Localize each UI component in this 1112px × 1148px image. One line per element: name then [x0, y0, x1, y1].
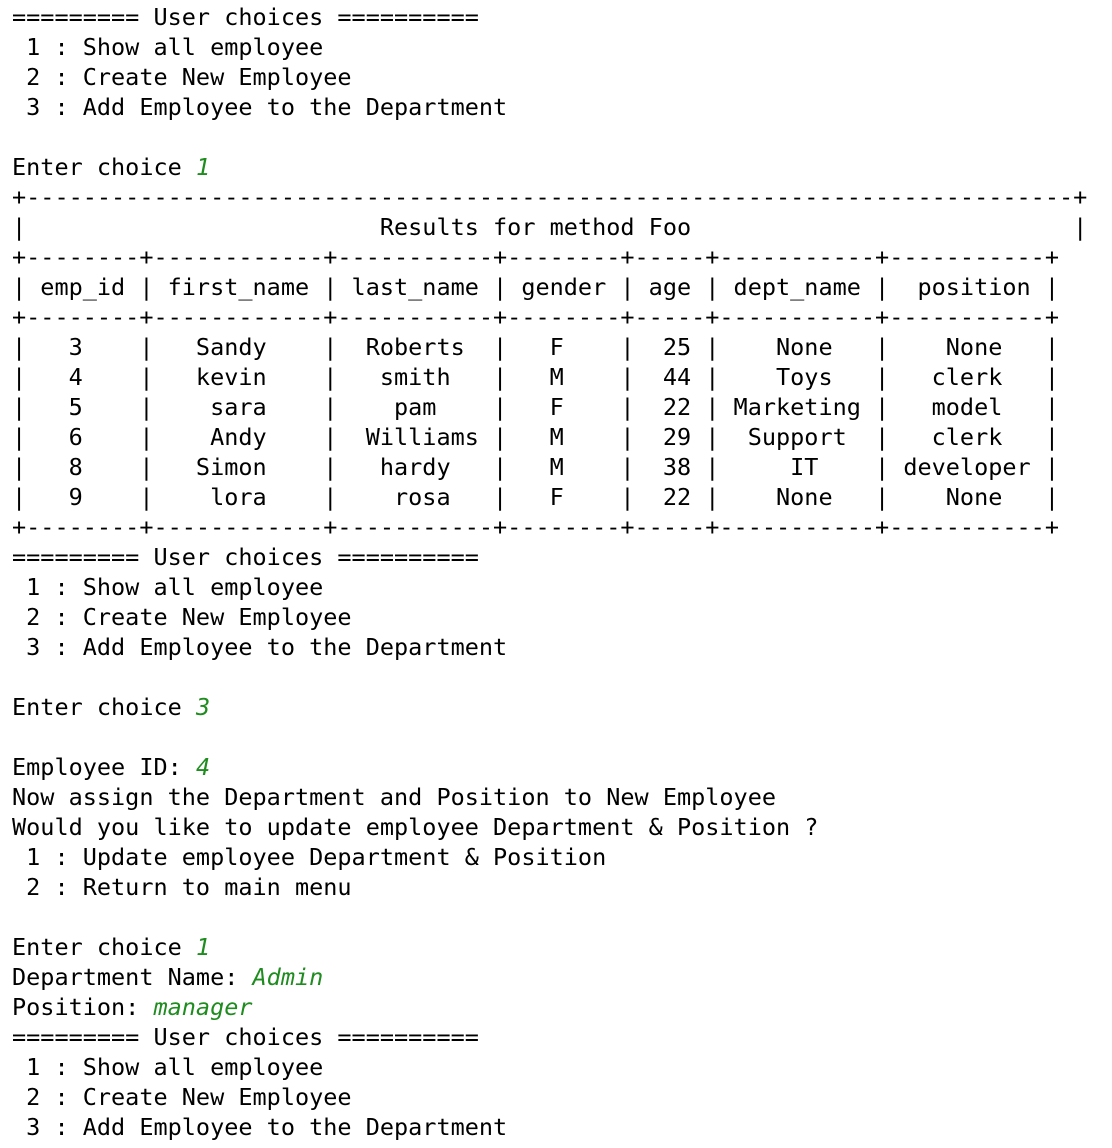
terminal-line: 1 : Show all employee	[12, 1052, 1102, 1082]
output-text: | 8 | Simon | hardy | M | 38 | IT | deve…	[12, 453, 1059, 481]
terminal-line: 3 : Add Employee to the Department	[12, 92, 1102, 122]
terminal-line: Position: manager	[12, 992, 1102, 1022]
terminal-line	[12, 902, 1102, 932]
output-text: 1 : Show all employee	[12, 33, 324, 61]
user-input-text: 3	[195, 693, 211, 721]
terminal-line: ========= User choices ==========	[12, 2, 1102, 32]
output-text: 2 : Create New Employee	[12, 63, 352, 91]
terminal-line: +--------+------------+-----------+-----…	[12, 512, 1102, 542]
user-input-text: manager	[153, 993, 253, 1021]
terminal-line: 2 : Return to main menu	[12, 872, 1102, 902]
terminal-line: | 9 | lora | rosa | F | 22 | None | None…	[12, 482, 1102, 512]
output-text: | Results for method Foo |	[12, 213, 1088, 241]
output-text: +--------+------------+-----------+-----…	[12, 303, 1059, 331]
output-text: Would you like to update employee Depart…	[12, 813, 819, 841]
output-text: 2 : Create New Employee	[12, 1083, 352, 1111]
output-text: | 4 | kevin | smith | M | 44 | Toys | cl…	[12, 363, 1059, 391]
output-text: Enter choice	[12, 933, 196, 961]
terminal-line: Employee ID: 4	[12, 752, 1102, 782]
output-text: 2 : Create New Employee	[12, 603, 352, 631]
terminal-line	[12, 722, 1102, 752]
terminal-line: Would you like to update employee Depart…	[12, 812, 1102, 842]
output-text: | emp_id | first_name | last_name | gend…	[12, 273, 1059, 301]
terminal-line: Enter choice 1	[12, 932, 1102, 962]
output-text: ========= User choices ==========	[12, 1023, 479, 1051]
output-text: 1 : Update employee Department & Positio…	[12, 843, 607, 871]
output-text: +--------+------------+-----------+-----…	[12, 243, 1059, 271]
terminal-line: 1 : Show all employee	[12, 572, 1102, 602]
terminal-line: Department Name: Admin	[12, 962, 1102, 992]
output-text: +---------------------------------------…	[12, 183, 1088, 211]
terminal-line: 2 : Create New Employee	[12, 602, 1102, 632]
terminal-line	[12, 662, 1102, 692]
terminal-line: Now assign the Department and Position t…	[12, 782, 1102, 812]
terminal-output: ========= User choices ========== 1 : Sh…	[12, 2, 1102, 1142]
output-text: 3 : Add Employee to the Department	[12, 1113, 508, 1141]
terminal-line: | emp_id | first_name | last_name | gend…	[12, 272, 1102, 302]
output-text: +--------+------------+-----------+-----…	[12, 513, 1059, 541]
terminal-line: ========= User choices ==========	[12, 1022, 1102, 1052]
output-text: Department Name:	[12, 963, 253, 991]
terminal-line: 2 : Create New Employee	[12, 1082, 1102, 1112]
user-input-text: 4	[195, 753, 211, 781]
terminal-line: | 4 | kevin | smith | M | 44 | Toys | cl…	[12, 362, 1102, 392]
output-text: 1 : Show all employee	[12, 573, 324, 601]
output-text: 1 : Show all employee	[12, 1053, 324, 1081]
terminal-line: | Results for method Foo |	[12, 212, 1102, 242]
user-input-text: Admin	[252, 963, 324, 991]
terminal-line: | 8 | Simon | hardy | M | 38 | IT | deve…	[12, 452, 1102, 482]
user-input-text: 1	[195, 153, 211, 181]
output-text: Enter choice	[12, 693, 196, 721]
output-text: Now assign the Department and Position t…	[12, 783, 777, 811]
terminal-line: | 3 | Sandy | Roberts | F | 25 | None | …	[12, 332, 1102, 362]
terminal-line: | 5 | sara | pam | F | 22 | Marketing | …	[12, 392, 1102, 422]
terminal-line: 3 : Add Employee to the Department	[12, 632, 1102, 662]
output-text: ========= User choices ==========	[12, 543, 479, 571]
output-text: | 6 | Andy | Williams | M | 29 | Support…	[12, 423, 1059, 451]
output-text: 3 : Add Employee to the Department	[12, 633, 508, 661]
output-text: Enter choice	[12, 153, 196, 181]
terminal-line: +---------------------------------------…	[12, 182, 1102, 212]
output-text: | 9 | lora | rosa | F | 22 | None | None…	[12, 483, 1059, 511]
terminal-line: +--------+------------+-----------+-----…	[12, 302, 1102, 332]
terminal-line: 3 : Add Employee to the Department	[12, 1112, 1102, 1142]
terminal-line: +--------+------------+-----------+-----…	[12, 242, 1102, 272]
output-text: Employee ID:	[12, 753, 196, 781]
terminal-line: 2 : Create New Employee	[12, 62, 1102, 92]
output-text: 2 : Return to main menu	[12, 873, 352, 901]
terminal-line: Enter choice 1	[12, 152, 1102, 182]
user-input-text: 1	[195, 933, 211, 961]
output-text: ========= User choices ==========	[12, 3, 479, 31]
output-text: | 3 | Sandy | Roberts | F | 25 | None | …	[12, 333, 1059, 361]
terminal-line	[12, 122, 1102, 152]
terminal-line: ========= User choices ==========	[12, 542, 1102, 572]
output-text: Position:	[12, 993, 154, 1021]
terminal-line: | 6 | Andy | Williams | M | 29 | Support…	[12, 422, 1102, 452]
output-text: | 5 | sara | pam | F | 22 | Marketing | …	[12, 393, 1059, 421]
terminal-line: 1 : Show all employee	[12, 32, 1102, 62]
output-text: 3 : Add Employee to the Department	[12, 93, 508, 121]
terminal-line: Enter choice 3	[12, 692, 1102, 722]
terminal-line: 1 : Update employee Department & Positio…	[12, 842, 1102, 872]
